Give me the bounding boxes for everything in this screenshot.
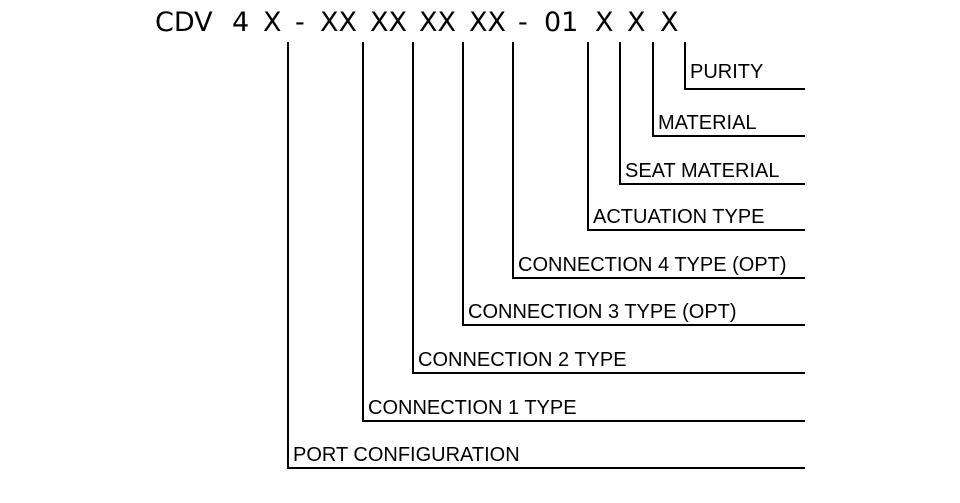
field-labels: PORT CONFIGURATION CONNECTION 1 TYPE CON… bbox=[293, 61, 787, 466]
leader-connection-1-type bbox=[362, 42, 805, 422]
code-segment-prefix: CDV bbox=[155, 7, 213, 38]
label-connection-4-type: CONNECTION 4 TYPE (OPT) bbox=[518, 254, 787, 276]
label-seat-material: SEAT MATERIAL bbox=[625, 160, 779, 182]
code-segment-connection-4: XX bbox=[469, 7, 506, 38]
label-purity: PURITY bbox=[690, 61, 763, 83]
code-segment-purity: X bbox=[660, 7, 679, 38]
leader-actuation-type bbox=[587, 42, 805, 231]
code-segment-connection-1: XX bbox=[320, 7, 357, 38]
code-separator: - bbox=[518, 7, 528, 38]
code-segment-series: 4 bbox=[232, 7, 249, 38]
label-connection-2-type: CONNECTION 2 TYPE bbox=[418, 349, 627, 371]
code-segment-port-configuration: X bbox=[263, 7, 282, 38]
code-segment-actuation: 01 bbox=[544, 7, 578, 38]
code-segment-material: X bbox=[627, 7, 646, 38]
leader-material bbox=[652, 42, 805, 137]
code-segment-connection-2: XX bbox=[370, 7, 407, 38]
code-segment-connection-3: XX bbox=[419, 7, 456, 38]
code-separator: - bbox=[295, 7, 305, 38]
code-segment-seat-material: X bbox=[595, 7, 614, 38]
leader-port-configuration bbox=[287, 42, 805, 469]
label-material: MATERIAL bbox=[658, 112, 757, 134]
leader-purity bbox=[684, 42, 805, 90]
leader-seat-material bbox=[619, 42, 805, 185]
leader-lines bbox=[287, 42, 805, 469]
leader-connection-2-type bbox=[412, 42, 805, 374]
label-connection-1-type: CONNECTION 1 TYPE bbox=[368, 397, 577, 419]
leader-connection-3-type bbox=[462, 42, 805, 326]
part-number-code: CDV 4 X - XX XX XX XX - 01 X X X bbox=[155, 7, 679, 38]
label-actuation-type: ACTUATION TYPE bbox=[593, 206, 765, 228]
leader-connection-4-type bbox=[512, 42, 805, 279]
label-connection-3-type: CONNECTION 3 TYPE (OPT) bbox=[468, 301, 737, 323]
label-port-configuration: PORT CONFIGURATION bbox=[293, 444, 520, 466]
